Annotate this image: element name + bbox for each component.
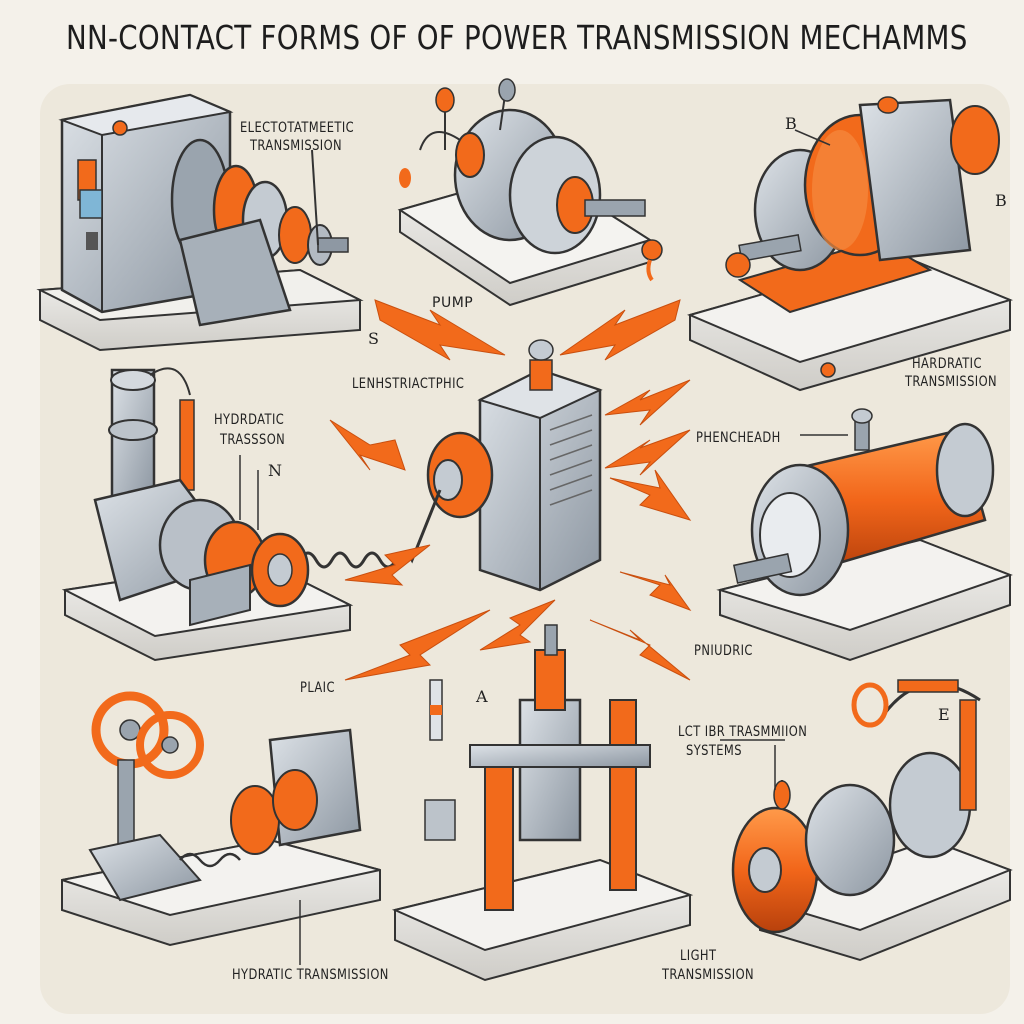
lightning-arrow: [609, 469, 692, 521]
lightning-arrow: [589, 619, 691, 681]
label-pniudric: PNIUDRIC: [694, 643, 753, 659]
page-title: NN-CONTACT FORMS OF OF POWER TRANSMISSIO…: [66, 18, 968, 57]
label-lenhstriactphic: LENHSTRIACTPHIC: [352, 376, 465, 392]
lightning-arrow: [604, 379, 691, 426]
light-transmission-machine: [731, 679, 1013, 962]
callout-lines: [239, 129, 848, 965]
lightning-arrow: [559, 299, 681, 361]
central-hub-device: [298, 339, 603, 592]
label-light-1: LIGHT: [680, 948, 717, 964]
lightning-arrow: [619, 571, 692, 612]
label-hydrdatic-1: HYDRDATIC: [214, 412, 285, 428]
press-machine: [391, 624, 694, 982]
lightning-arrow: [374, 299, 506, 361]
lightning-arrow: [479, 599, 556, 651]
hydraulic-machine-left: [61, 367, 354, 662]
label-lct-ibr-2: SYSTEMS: [686, 743, 742, 759]
label-pump: PUMP: [432, 295, 474, 311]
label-n-mark: N: [268, 461, 283, 480]
label-hydrdatic-2: TRASSSON: [220, 432, 286, 448]
lightning-arrow: [344, 609, 491, 681]
label-electromagnetic-1: ELECTOTATMEETIC: [240, 120, 355, 136]
lightning-arrow: [329, 419, 406, 471]
label-lct-ibr-1: LCT IBR TRASMMIION: [678, 724, 808, 740]
label-b-mark-top: B: [785, 114, 798, 133]
label-harddatic-2: TRANSMISSION: [905, 374, 998, 390]
label-b-mark-right: B: [995, 191, 1008, 210]
lightning-arrow: [604, 429, 691, 476]
label-electromagnetic-2: TRANSMISSION: [250, 138, 343, 154]
lightning-arrows: [329, 299, 692, 681]
label-hydratic-bottom: HYDRATIC TRANSMISSION: [232, 967, 389, 983]
pump-machine: [397, 78, 663, 307]
label-plaic: PLAIC: [300, 680, 335, 696]
electromagnetic-machine: [36, 93, 364, 352]
pulley-machine: [61, 691, 381, 947]
pneumatic-motor: [716, 408, 1013, 662]
label-light-2: TRANSMISSION: [662, 967, 755, 983]
label-phenchheadh: PHENCHEADH: [696, 430, 781, 446]
label-s-mark: S: [368, 329, 380, 348]
hydraulic-machine: [687, 96, 1014, 392]
label-a-mark: A: [476, 687, 489, 706]
lightning-arrow: [344, 544, 431, 586]
label-e-mark: E: [938, 705, 951, 724]
label-harddatic-1: HARDRATIC: [912, 356, 982, 372]
